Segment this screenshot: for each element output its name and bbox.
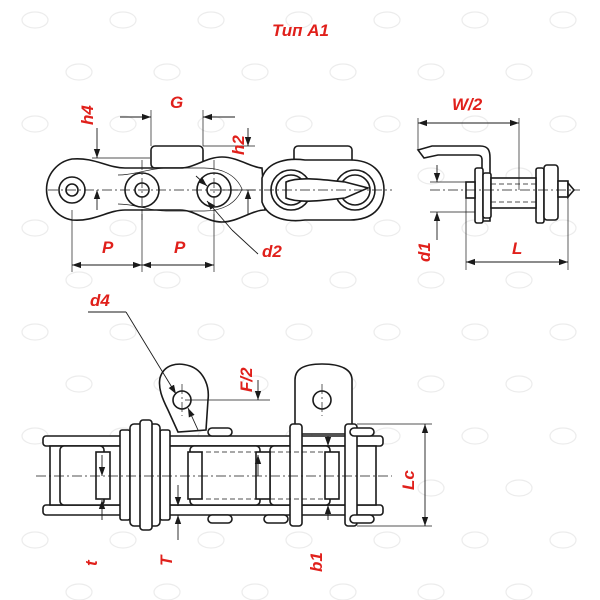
watermark-logo-icon <box>285 323 313 341</box>
watermark-logo-icon <box>197 531 225 549</box>
watermark-logo-icon <box>65 271 93 289</box>
watermark-logo-icon <box>329 271 357 289</box>
watermark-logo-icon <box>549 427 577 445</box>
watermark-logo-icon <box>109 531 137 549</box>
watermark-logo-icon <box>285 219 313 237</box>
watermark-logo-icon <box>197 11 225 29</box>
watermark-logo-icon <box>461 11 489 29</box>
watermark-logo-icon <box>109 219 137 237</box>
watermark-logo-icon <box>373 219 401 237</box>
end-view <box>416 118 580 270</box>
dim-b1-label: b1 <box>307 552 326 572</box>
watermark-logo-icon <box>505 375 533 393</box>
watermark-logo-icon <box>65 375 93 393</box>
watermark-logo-icon <box>241 271 269 289</box>
watermark-logo-icon <box>417 375 445 393</box>
watermark-logo-icon <box>285 115 313 133</box>
watermark-logo-icon <box>109 115 137 133</box>
watermark-logo-icon <box>417 167 445 185</box>
dim-G-label: G <box>170 93 183 112</box>
watermark-logo-icon <box>109 323 137 341</box>
dim-P-label-2: P <box>174 238 186 257</box>
dim-h4-label: h4 <box>78 105 97 125</box>
watermark-logo-icon <box>21 323 49 341</box>
top-view <box>36 311 432 540</box>
dim-T-label: T <box>157 554 176 566</box>
side-view <box>45 110 392 272</box>
dim-P-label-1: P <box>102 238 114 257</box>
watermark-logo-icon <box>285 11 313 29</box>
dim-h2-label: h2 <box>229 135 248 155</box>
watermark-logo-icon <box>417 271 445 289</box>
watermark-logo-icon <box>153 271 181 289</box>
watermark-logo-icon <box>549 219 577 237</box>
watermark-logo-icon <box>549 11 577 29</box>
watermark-logo-icon <box>153 583 181 600</box>
watermark-logo-icon <box>285 531 313 549</box>
dim-d2-label: d2 <box>262 242 282 261</box>
watermark-logo-icon <box>505 479 533 497</box>
watermark-logo-icon <box>21 531 49 549</box>
watermark-logo-icon <box>549 115 577 133</box>
watermark-logo-icon <box>21 11 49 29</box>
watermark-logo-icon <box>461 427 489 445</box>
dim-t-label: t <box>82 559 101 566</box>
dim-W2-label: W/2 <box>452 95 483 114</box>
watermark-logo-icon <box>505 63 533 81</box>
watermark-logo-icon <box>241 583 269 600</box>
watermark-logo-icon <box>65 63 93 81</box>
watermark-logo-icon <box>109 11 137 29</box>
watermark-logo-icon <box>21 115 49 133</box>
watermark-logo-icon <box>241 63 269 81</box>
watermark-logo-icon <box>373 531 401 549</box>
watermark-logo-icon <box>197 323 225 341</box>
watermark-logo-icon <box>461 115 489 133</box>
watermark-logo-icon <box>373 11 401 29</box>
watermark-logo-icon <box>505 583 533 600</box>
dim-F2-label: F/2 <box>237 367 256 392</box>
watermark-logo-icon <box>21 219 49 237</box>
watermark-logo-icon <box>197 115 225 133</box>
dim-Lc-label: Lc <box>399 470 418 490</box>
dim-d1-label: d1 <box>415 242 434 262</box>
watermark-logo-icon <box>65 583 93 600</box>
watermark-logo-icon <box>505 271 533 289</box>
watermark-logo-icon <box>549 323 577 341</box>
watermark-logo-icon <box>417 479 445 497</box>
watermark-logo-icon <box>549 531 577 549</box>
watermark-logo-icon <box>461 531 489 549</box>
watermark-logo-icon <box>329 63 357 81</box>
dim-d4-label: d4 <box>90 291 110 310</box>
dim-L-label: L <box>512 239 522 258</box>
watermark-logo-icon <box>329 583 357 600</box>
watermark-logo-icon <box>373 323 401 341</box>
diagram-title: Тип А1 <box>272 21 329 40</box>
watermark-logo-icon <box>153 63 181 81</box>
watermark-logo-icon <box>417 583 445 600</box>
watermark-logo-icon <box>461 323 489 341</box>
watermark-logo-icon <box>417 63 445 81</box>
watermark-logo-icon <box>373 115 401 133</box>
